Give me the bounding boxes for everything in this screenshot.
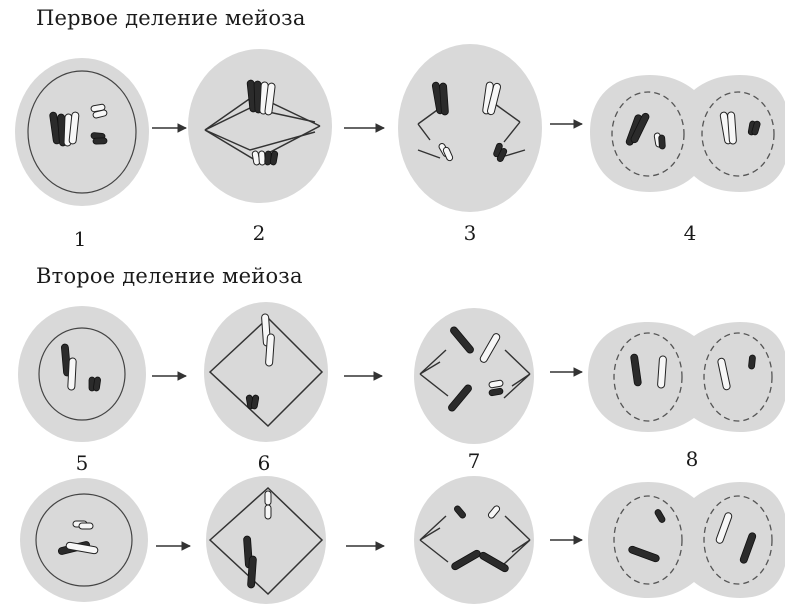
stage-number-1: 1: [74, 227, 87, 251]
cell-7: [414, 308, 534, 444]
cell-6: [204, 302, 328, 442]
cell-8b: [588, 482, 785, 598]
stage-number-5: 5: [76, 451, 89, 475]
cell-5: [18, 306, 146, 442]
cell-7b: [414, 476, 534, 604]
cell-8: [588, 322, 785, 432]
second-division-title: Второе деление мейоза: [36, 264, 303, 288]
cell-6b: [206, 476, 326, 604]
cell-1: [15, 58, 149, 206]
cell-3: [398, 44, 542, 212]
stage-number-3: 3: [464, 221, 477, 245]
stage-number-2: 2: [253, 221, 266, 245]
stage-number-6: 6: [258, 451, 271, 475]
stage-number-4: 4: [684, 221, 697, 245]
cell-2: [188, 49, 332, 203]
stage-number-7: 7: [468, 449, 481, 473]
cell-4: [590, 75, 785, 192]
chromosome-pair-large: [48, 111, 80, 147]
stage-number-8: 8: [686, 447, 699, 471]
cell-5b: [20, 478, 148, 602]
first-division-title: Первое деление мейоза: [36, 6, 306, 30]
